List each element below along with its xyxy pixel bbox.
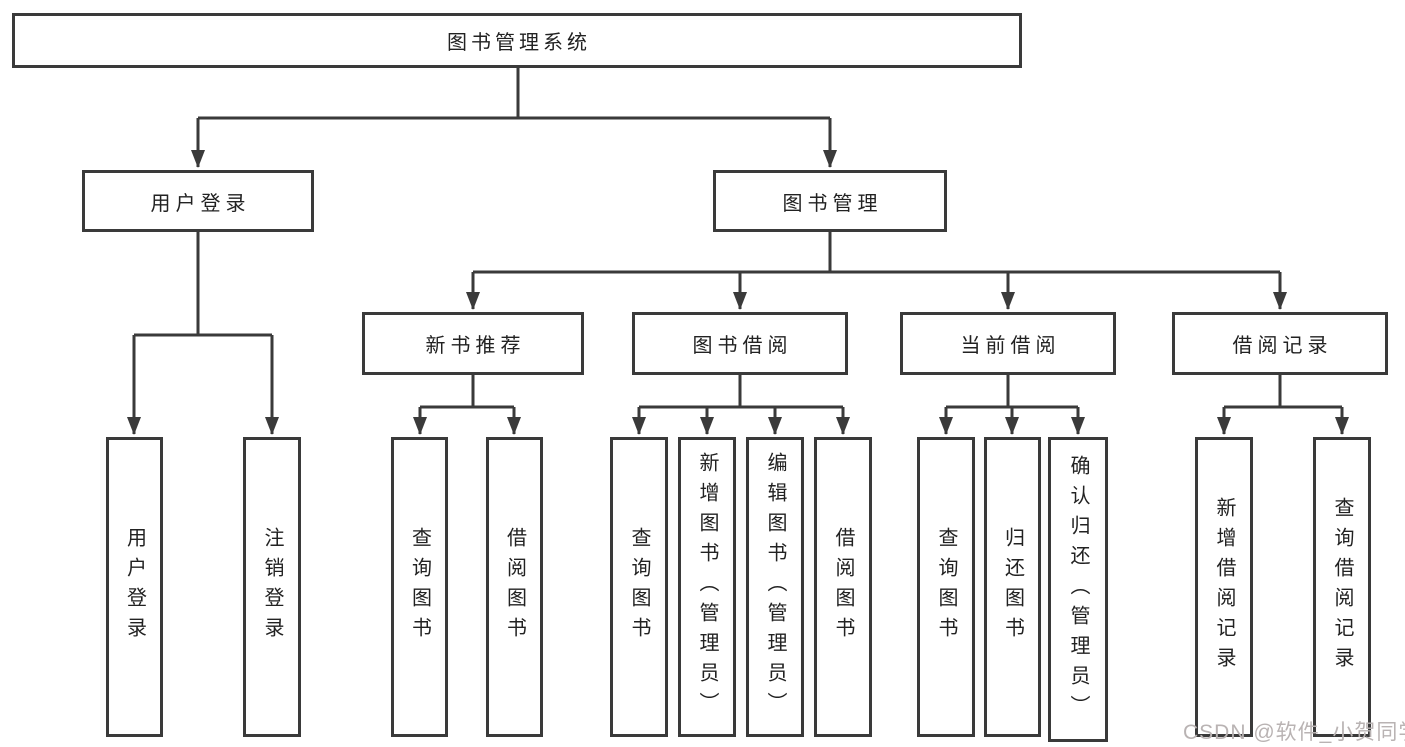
node-current-borrow: 当前借阅 — [900, 312, 1116, 375]
node-leaf-borrow-borrow: 借阅图书 — [814, 437, 872, 737]
node-book-mgmt: 图书管理 — [713, 170, 947, 232]
connector-user-login-stem — [134, 232, 272, 337]
node-leaf-borrow-query: 查询图书 — [610, 437, 668, 737]
node-root: 图书管理系统 — [12, 13, 1022, 68]
node-leaf-logout: 注销登录 — [243, 437, 301, 737]
node-label: 查询图书 — [628, 527, 650, 647]
node-new-books: 新书推荐 — [362, 312, 584, 375]
node-label: 当前借阅 — [960, 335, 1061, 357]
node-leaf-records-add: 新增借阅记录 — [1195, 437, 1253, 737]
node-label: 编辑图书（管理员） — [764, 452, 786, 722]
node-label: 借阅记录 — [1232, 335, 1333, 357]
node-leaf-newbooks-borrow: 借阅图书 — [486, 437, 543, 737]
node-leaf-borrow-edit: 编辑图书（管理员） — [746, 437, 804, 737]
connector-book-mgmt-stem — [473, 232, 1280, 274]
node-label: 借阅图书 — [503, 527, 526, 647]
node-leaf-newbooks-query: 查询图书 — [391, 437, 448, 737]
node-label: 借阅图书 — [832, 527, 854, 647]
node-book-borrow: 图书借阅 — [632, 312, 848, 375]
node-user-login: 用户登录 — [82, 170, 314, 232]
node-label: 查询借阅记录 — [1331, 497, 1353, 677]
node-leaf-current-confirm: 确认归还（管理员） — [1048, 437, 1108, 742]
node-label: 用户登录 — [150, 192, 251, 215]
node-leaf-records-query: 查询借阅记录 — [1313, 437, 1371, 737]
node-label: 用户登录 — [123, 527, 146, 647]
connector-borrow-records-stem — [1224, 375, 1342, 409]
node-label: 图书管理 — [782, 192, 883, 215]
node-label: 查询图书 — [408, 527, 431, 647]
connector-root-stem — [198, 68, 830, 120]
node-label: 图书借阅 — [692, 335, 793, 357]
connector-current-borrow-stem — [946, 375, 1078, 409]
node-label: 查询图书 — [935, 527, 957, 647]
node-leaf-current-query: 查询图书 — [917, 437, 975, 737]
watermark-text: CSDN @软件_小贺同学 — [1183, 721, 1405, 744]
node-leaf-user-login: 用户登录 — [106, 437, 163, 737]
connector-new-books-stem — [420, 375, 514, 409]
node-leaf-borrow-add: 新增图书（管理员） — [678, 437, 736, 737]
node-label: 新增借阅记录 — [1213, 497, 1235, 677]
node-leaf-current-return: 归还图书 — [984, 437, 1041, 737]
node-label: 新书推荐 — [425, 335, 526, 357]
node-label: 图书管理系统 — [447, 32, 591, 54]
node-label: 新增图书（管理员） — [696, 452, 718, 722]
node-label: 注销登录 — [261, 527, 283, 647]
connector-book-borrow-stem — [639, 375, 843, 409]
node-label: 归还图书 — [1001, 527, 1024, 647]
node-borrow-records: 借阅记录 — [1172, 312, 1388, 375]
node-label: 确认归还（管理员） — [1067, 454, 1089, 725]
